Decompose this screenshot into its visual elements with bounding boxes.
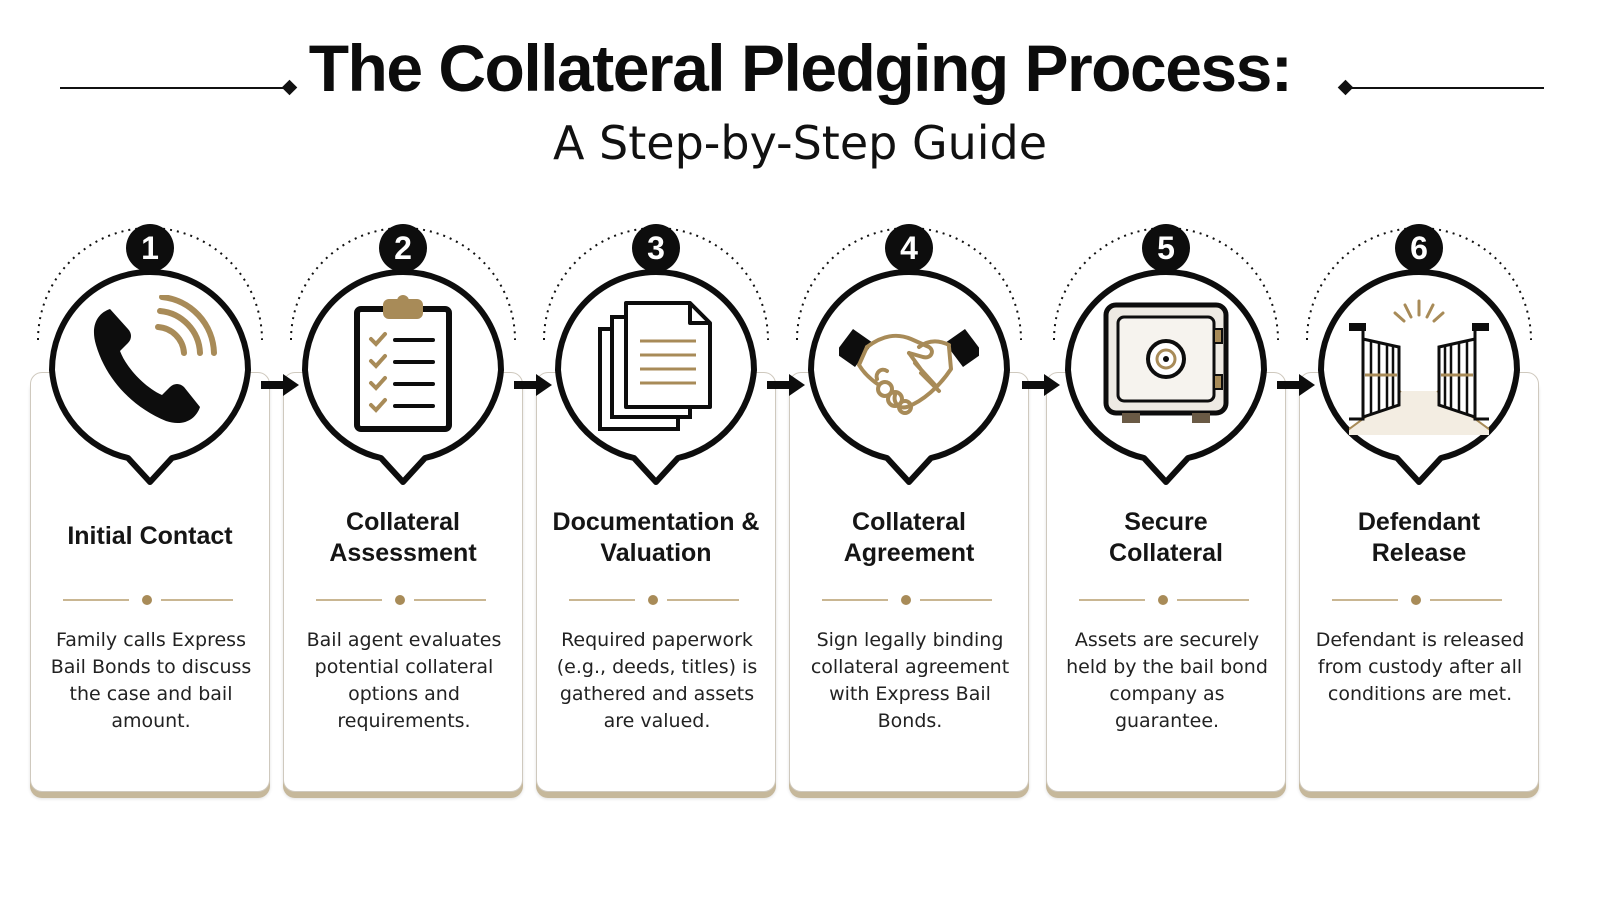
- step-card-3: Documentation & Valuation Required paper…: [536, 372, 776, 792]
- step-description: Defendant is released from custody after…: [1315, 629, 1525, 705]
- separator-line: [822, 599, 888, 601]
- arrow-right-icon: [514, 374, 552, 396]
- separator-line: [569, 599, 635, 601]
- step-badge-4: 4: [789, 210, 1029, 510]
- step-number: 4: [885, 224, 933, 272]
- arrow-right-icon: [1022, 374, 1060, 396]
- safe-icon: [1103, 302, 1229, 423]
- separator-line: [161, 599, 233, 601]
- step-card-5: Secure Collateral Assets are securely he…: [1046, 372, 1286, 792]
- arrow-right-icon: [261, 374, 299, 396]
- step-badge-6: 6: [1299, 210, 1539, 510]
- step-description: Required paperwork (e.g., deeds, titles)…: [556, 629, 758, 732]
- separator-dot: [901, 595, 911, 605]
- step-description: Family calls Express Bail Bonds to discu…: [50, 629, 252, 732]
- handshake-icon: [839, 329, 979, 415]
- step-description: Assets are securely held by the bail bon…: [1066, 629, 1268, 732]
- step-number: 2: [379, 224, 427, 272]
- separator-line: [667, 599, 739, 601]
- separator-line: [414, 599, 486, 601]
- arrow-right-icon: [767, 374, 805, 396]
- open-gate-icon: [1349, 299, 1489, 435]
- telephone-icon: [93, 295, 217, 424]
- title-rule-right: [1344, 87, 1544, 89]
- step-number: 3: [632, 224, 680, 272]
- separator-dot: [1411, 595, 1421, 605]
- clipboard-checklist-icon: [354, 295, 452, 432]
- step-title: Secure Collateral: [1109, 508, 1223, 567]
- header: The Collateral Pledging Process: A Step-…: [0, 24, 1600, 174]
- separator-line: [1332, 599, 1398, 601]
- separator-line: [1079, 599, 1145, 601]
- separator-line: [63, 599, 129, 601]
- separator-dot: [395, 595, 405, 605]
- separator-dot: [648, 595, 658, 605]
- step-number: 5: [1142, 224, 1190, 272]
- title-rule-left: [60, 87, 288, 89]
- step-title: Collateral Agreement: [843, 508, 975, 567]
- step-number: 1: [126, 224, 174, 272]
- separator-dot: [1158, 595, 1168, 605]
- separator-line: [1430, 599, 1502, 601]
- step-description: Sign legally binding collateral agreemen…: [810, 629, 1010, 732]
- separator-line: [316, 599, 382, 601]
- arrow-right-icon: [1277, 374, 1315, 396]
- step-badge-3: 3: [536, 210, 776, 510]
- step-number: 6: [1395, 224, 1443, 272]
- separator-dot: [142, 595, 152, 605]
- step-title: Initial Contact: [67, 522, 233, 550]
- step-title: Documentation & Valuation: [552, 508, 760, 567]
- page-subtitle: A Step-by-Step Guide: [552, 116, 1048, 170]
- step-description: Bail agent evaluates potential collatera…: [306, 629, 502, 732]
- step-badge-5: 5: [1046, 210, 1286, 510]
- step-badge-1: 1: [30, 210, 270, 510]
- documents-icon: [598, 301, 712, 431]
- separator-line: [1177, 599, 1249, 601]
- step-title: Collateral Assessment: [329, 508, 477, 567]
- separator-line: [920, 599, 992, 601]
- step-badge-2: 2: [283, 210, 523, 510]
- step-title: Defendant Release: [1357, 508, 1481, 567]
- page-title: The Collateral Pledging Process:: [308, 31, 1293, 105]
